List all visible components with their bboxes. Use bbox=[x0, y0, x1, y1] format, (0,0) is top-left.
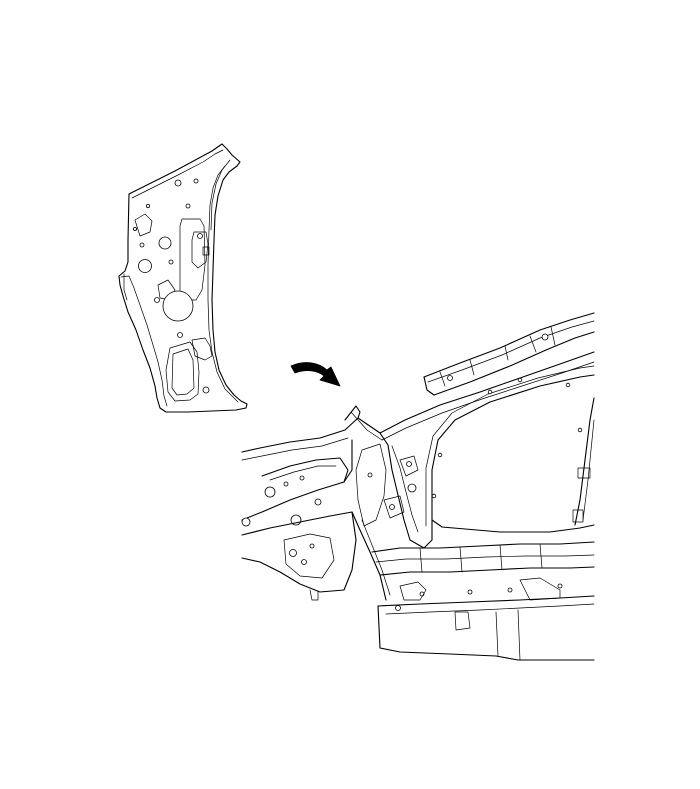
b-pillar-bracket bbox=[572, 509, 584, 523]
front-lower-panel bbox=[241, 511, 357, 593]
front-lower-detail bbox=[283, 533, 335, 579]
curved-arrow-icon bbox=[290, 362, 341, 387]
strut-hole bbox=[299, 475, 305, 481]
front-lower-hole bbox=[301, 559, 307, 565]
pillar-hole bbox=[431, 493, 437, 499]
panel-outline bbox=[118, 143, 248, 413]
b-pillar-inner bbox=[582, 419, 595, 521]
panel-medium-hole bbox=[138, 259, 152, 273]
side-sill bbox=[377, 595, 595, 607]
panel-medium-hole bbox=[158, 236, 172, 250]
cowl-panel bbox=[351, 511, 387, 601]
pillar-hole bbox=[517, 377, 523, 383]
panel-lower-opening-inner bbox=[171, 348, 195, 396]
pillar-hole bbox=[541, 333, 549, 341]
removed-panel bbox=[118, 143, 248, 413]
side-sill-step bbox=[495, 609, 521, 661]
panel-small-hole bbox=[139, 242, 145, 248]
b-pillar bbox=[574, 397, 595, 526]
panel-recess bbox=[179, 218, 206, 301]
vehicle-body-assembly bbox=[241, 312, 595, 661]
hinge-hole bbox=[367, 472, 373, 478]
fender-apron-body bbox=[241, 439, 353, 521]
a-pillar-front bbox=[344, 405, 361, 421]
panel-flange-line bbox=[207, 165, 239, 403]
sill-hole bbox=[557, 583, 563, 589]
door-sill-line bbox=[431, 519, 595, 533]
panel-small-hole bbox=[185, 203, 191, 209]
floor-crossmember bbox=[371, 541, 595, 553]
floor-ribs bbox=[419, 543, 543, 573]
panel-lower-lip bbox=[120, 275, 168, 407]
strut-hole bbox=[241, 517, 251, 527]
panel-lower-bracket bbox=[191, 337, 213, 361]
a-pillar-inner bbox=[381, 361, 595, 441]
side-sill-inner bbox=[385, 603, 595, 615]
panel-inner-edge bbox=[131, 149, 224, 199]
hinge-pillar-panel bbox=[355, 443, 387, 527]
floor-crossmember-inner bbox=[375, 554, 595, 563]
roof-rail-inner bbox=[427, 320, 595, 383]
cowl-panel-inner bbox=[361, 519, 391, 596]
panel-bracket bbox=[191, 231, 209, 269]
panel-small-hole bbox=[145, 203, 150, 208]
sill-hole bbox=[395, 605, 401, 611]
panel-small-hole bbox=[132, 226, 137, 231]
fender-apron-edge bbox=[241, 437, 349, 461]
panel-large-hole bbox=[162, 290, 194, 322]
panel-flange-line-2 bbox=[210, 159, 231, 231]
panel-reinforcement bbox=[134, 213, 153, 237]
panel-small-hole bbox=[202, 386, 210, 394]
strut-tower-inner bbox=[269, 465, 337, 481]
floor-crossmember-lower bbox=[379, 566, 595, 576]
roof-rail bbox=[423, 312, 595, 378]
door-opening-inner bbox=[425, 365, 595, 527]
panel-bracket-slot bbox=[202, 246, 210, 256]
pillar-hole bbox=[577, 427, 583, 433]
floor-bracket-2 bbox=[519, 577, 561, 601]
side-sill-notch bbox=[454, 611, 471, 631]
panel-small-hole bbox=[197, 233, 203, 239]
panel-small-hole bbox=[168, 259, 174, 265]
door-opening bbox=[431, 374, 595, 521]
a-pillar-fold bbox=[350, 411, 383, 441]
hinge-hole bbox=[407, 483, 417, 493]
b-pillar-hinge bbox=[577, 467, 591, 479]
panel-small-hole bbox=[177, 332, 183, 338]
hinge-bracket-lower bbox=[383, 495, 405, 519]
hinge-bracket-upper bbox=[399, 455, 419, 477]
front-lower-hole bbox=[289, 549, 297, 557]
panel-side-lip bbox=[123, 273, 128, 301]
strut-hole bbox=[264, 486, 276, 498]
pillar-hole bbox=[487, 389, 493, 395]
hinge-hole bbox=[389, 504, 395, 510]
hinge-hole bbox=[406, 461, 412, 467]
hinge-pillar bbox=[379, 432, 433, 549]
roof-rail-lower bbox=[433, 331, 595, 396]
roof-rail-end bbox=[423, 376, 435, 396]
sill-hole bbox=[507, 587, 513, 593]
side-sill-box bbox=[377, 605, 595, 661]
strut-tower bbox=[261, 457, 349, 483]
strut-hole bbox=[283, 481, 289, 487]
pillar-hole bbox=[437, 452, 443, 458]
strut-hole bbox=[314, 498, 322, 506]
pillar-hole bbox=[565, 382, 571, 388]
hinge-pillar-inner bbox=[391, 445, 419, 533]
front-lower-hole bbox=[309, 543, 315, 549]
pillar-hole bbox=[447, 375, 453, 381]
sill-hole bbox=[467, 589, 473, 595]
panel-small-hole bbox=[193, 178, 199, 184]
panel-small-hole bbox=[154, 297, 160, 303]
floor-bracket bbox=[399, 581, 427, 601]
fender-apron-top bbox=[241, 417, 359, 453]
front-lower-tab bbox=[309, 589, 319, 601]
a-pillar-outer bbox=[357, 351, 595, 434]
panel-small-hole bbox=[174, 179, 182, 187]
